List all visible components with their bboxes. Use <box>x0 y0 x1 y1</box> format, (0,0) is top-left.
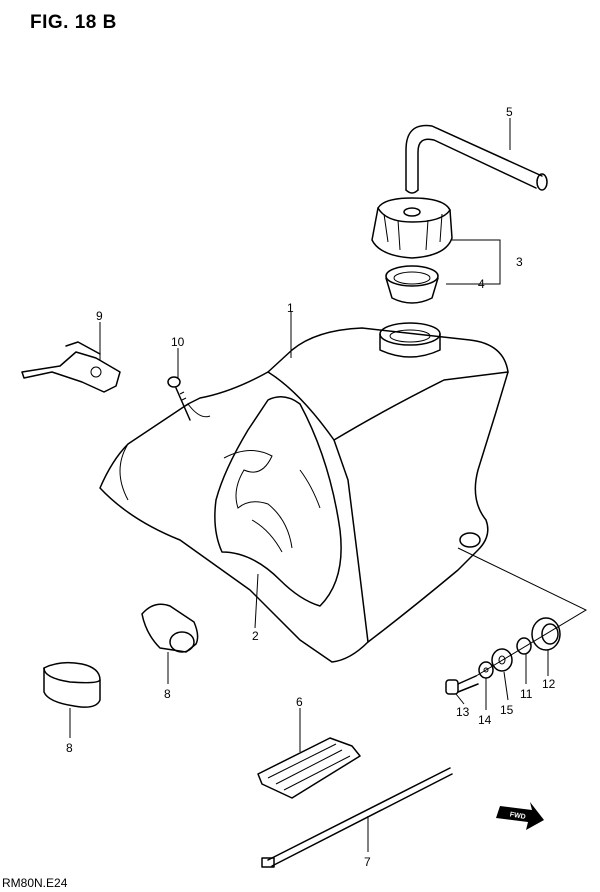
callout-3: 3 <box>516 255 523 269</box>
fuel-cap <box>371 197 453 259</box>
breather-hose <box>405 124 548 194</box>
callout-1: 1 <box>287 301 294 315</box>
mounting-bolt <box>445 675 479 695</box>
fuel-tank <box>99 322 509 663</box>
tape-strips <box>257 737 361 799</box>
fwd-arrow-icon: FWD <box>496 802 544 830</box>
callout-2: 2 <box>252 629 259 643</box>
callout-15: 15 <box>500 703 514 717</box>
figure-footer-code: RM80N.E24 <box>2 876 68 890</box>
callout-12: 12 <box>542 677 556 691</box>
callout-11: 11 <box>520 687 533 701</box>
callout-8-lower: 8 <box>66 741 73 755</box>
figure-title: FIG. 18 B <box>30 12 117 33</box>
callout-14: 14 <box>478 713 492 727</box>
callout-7: 7 <box>364 855 371 869</box>
cushion-upper <box>141 603 199 653</box>
callout-8-upper: 8 <box>164 687 171 701</box>
tank-bracket <box>21 341 121 393</box>
callout-9: 9 <box>96 309 103 323</box>
callout-10: 10 <box>171 335 185 349</box>
callout-13: 13 <box>456 705 470 719</box>
fwd-label: FWD <box>509 811 526 821</box>
callout-labels: 5 3 4 1 9 10 2 6 7 8 8 11 12 13 14 15 <box>66 105 556 869</box>
cushion-lower <box>43 661 101 708</box>
callout-5: 5 <box>506 105 513 119</box>
leader-lines <box>69 118 549 852</box>
callout-6: 6 <box>296 695 303 709</box>
collar <box>491 648 513 672</box>
callout-4: 4 <box>478 277 485 291</box>
cap-gasket <box>385 265 439 304</box>
grommet <box>531 617 561 651</box>
spacer <box>516 637 532 655</box>
tank-emblem <box>214 396 342 607</box>
tank-screw <box>167 376 191 421</box>
cable-tie <box>261 767 453 868</box>
